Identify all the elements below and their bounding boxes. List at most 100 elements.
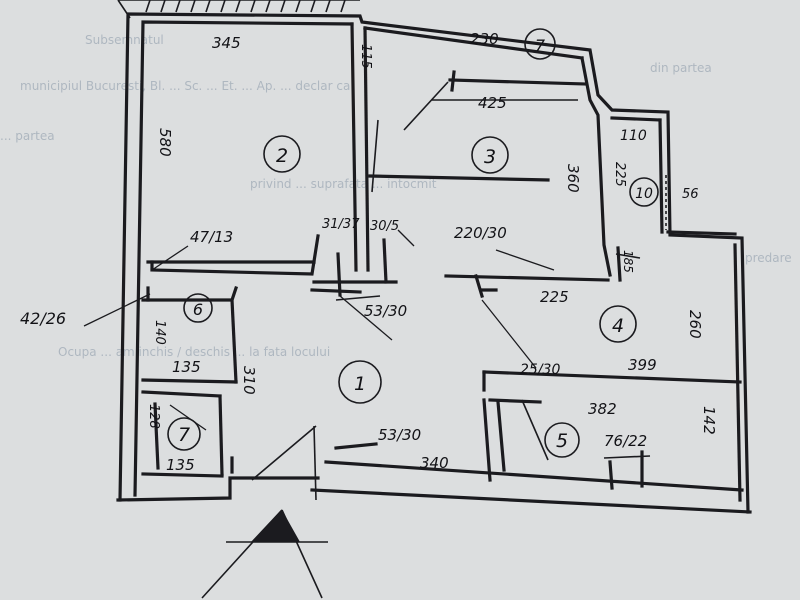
room-2-label: 2 <box>276 145 288 167</box>
dim-76-22: 76/22 <box>604 432 647 450</box>
room-5-label: 5 <box>556 430 568 452</box>
dim-230: 230 <box>470 30 499 48</box>
room-3-label: 3 <box>484 146 496 168</box>
dim-340: 340 <box>420 454 449 472</box>
room6-east <box>230 298 238 384</box>
room-9-circle <box>524 28 556 60</box>
bg-text-line-1: Subsemnatul <box>85 33 164 47</box>
dim-56: 56 <box>682 187 699 202</box>
room5-west-inner <box>496 400 506 472</box>
bg-text-line-2: din partea <box>650 61 712 75</box>
room10-north-inner <box>610 116 662 122</box>
room-7-circle <box>167 417 201 451</box>
bg-text-line-7: predare <box>745 251 792 265</box>
leader-42-26 <box>83 293 151 327</box>
bg-text-line-6: Ocupa ... am inchis / deschis ... la fat… <box>58 345 330 359</box>
dim-225-room4: 225 <box>540 288 569 306</box>
dim-220-30: 220/30 <box>454 224 507 242</box>
room-10-circle <box>629 177 659 207</box>
room-3-circle <box>471 136 509 174</box>
dim-399: 399 <box>628 356 657 374</box>
room5-door-swing <box>521 399 549 461</box>
leader-220-30 <box>495 249 555 271</box>
dim-30-5: 30/5 <box>370 219 399 234</box>
room10-south <box>666 230 737 236</box>
dim-53-30-top: 53/30 <box>364 302 407 320</box>
room7-north <box>141 390 222 398</box>
leader-47-13 <box>151 245 189 271</box>
details <box>335 81 667 461</box>
outer-wall-south <box>116 476 320 502</box>
room3-door-tick <box>450 70 456 92</box>
dim-225-room10: 225 <box>612 162 627 187</box>
room-9-label: 7 <box>535 36 546 55</box>
room3-north-door <box>448 78 588 86</box>
leader-room7 <box>169 404 207 431</box>
room4-south-wall <box>482 370 742 384</box>
dim-425: 425 <box>478 94 507 112</box>
dim-185: 185 <box>621 250 635 273</box>
walls <box>116 12 752 514</box>
dim-580: 580 <box>156 128 174 157</box>
room4-west-stub <box>616 246 622 282</box>
room10-east-inner <box>658 118 664 234</box>
entry-door-swing <box>251 425 317 481</box>
leader-25-30 <box>481 299 537 369</box>
corridor-stub-2 <box>382 238 388 284</box>
outer-wall-west-north <box>118 12 750 514</box>
wall-room2-room3-b <box>363 26 370 272</box>
north-arrow-fill <box>252 510 300 542</box>
room-4-circle <box>599 305 637 343</box>
corridor-line-2 <box>310 288 362 294</box>
room5-south-tick <box>608 460 614 490</box>
dim-310: 310 <box>240 366 258 395</box>
room10-door <box>615 253 641 259</box>
dim-260: 260 <box>686 310 704 339</box>
room-4-label: 4 <box>612 315 624 337</box>
door-leader-425 <box>403 81 449 131</box>
window-76-22 <box>603 455 651 459</box>
north-arrow <box>201 509 328 599</box>
room-2-circle <box>263 135 301 173</box>
dimension-labels: 345 115 230 580 425 360 110 225 56 47/13… <box>20 30 718 474</box>
inner-wall-east <box>733 243 742 502</box>
inner-wall-east-room9 <box>580 56 612 277</box>
room-5-circle <box>544 422 580 458</box>
dim-135-room7: 135 <box>166 456 195 474</box>
bg-text-line-5: privind ... suprafata ... intocmit <box>250 177 437 191</box>
entry-wall <box>313 425 317 501</box>
room-markers: 2 3 7 10 4 6 1 7 5 <box>167 28 659 458</box>
dim-47-13: 47/13 <box>190 228 233 246</box>
room5-west-wall <box>482 398 492 482</box>
dim-382: 382 <box>588 400 617 418</box>
corridor-stub-1 <box>336 252 342 297</box>
room7-inner <box>153 402 160 470</box>
room3-mid-wall <box>368 174 550 182</box>
exterior-hatching <box>117 0 360 19</box>
room-1-circle <box>338 360 382 404</box>
dim-360: 360 <box>564 164 582 193</box>
dim-140: 140 <box>152 320 167 345</box>
room5-door <box>488 398 542 404</box>
inner-wall-north-room9 <box>363 26 584 60</box>
room6-south <box>141 378 238 384</box>
room6-walls <box>141 285 239 302</box>
room1-east-stub <box>474 274 484 298</box>
room-6-label: 6 <box>193 300 203 319</box>
room-10-label: 10 <box>635 186 653 202</box>
outer-wall-south-east <box>310 488 752 514</box>
leader-30-5 <box>397 229 415 247</box>
leader-lines <box>83 229 555 431</box>
room3-south-wall <box>444 274 610 282</box>
dim-31-37: 31/37 <box>322 217 360 232</box>
room7-east <box>218 394 224 476</box>
door-swing-room3 <box>371 119 379 193</box>
dim-142: 142 <box>700 406 718 435</box>
door-53-30-mark <box>334 442 378 450</box>
room-1-label: 1 <box>354 373 366 395</box>
bg-text-line-4: ... partea <box>0 129 55 143</box>
room-7-label: 7 <box>178 424 190 446</box>
room7-south <box>141 472 224 478</box>
